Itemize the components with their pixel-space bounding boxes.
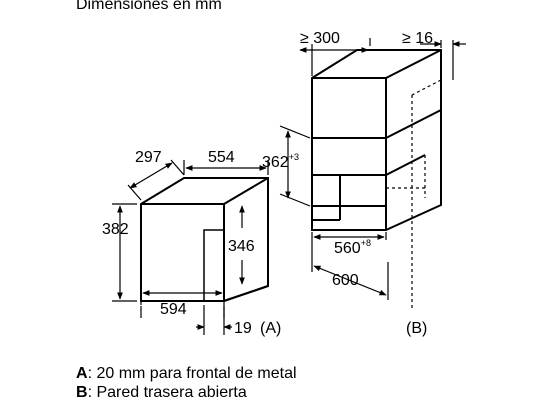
- label-346: 346: [228, 238, 255, 255]
- dim-outer-width-600: [313, 262, 389, 300]
- dim-height-382: [112, 203, 137, 302]
- dim-niche-width-560: [311, 232, 387, 272]
- label-554: 554: [208, 149, 235, 166]
- label-b: (B): [406, 320, 427, 337]
- label-a: (A): [260, 320, 281, 337]
- dim-protrusion-19: [196, 305, 232, 335]
- dim-min-300: [299, 38, 371, 76]
- diagram-title: Dimensiones en mm: [76, 0, 222, 13]
- label-382: 382: [102, 221, 129, 238]
- note-a: A: 20 mm para frontal de metal: [76, 365, 297, 382]
- dim-width-554: [183, 160, 269, 175]
- label-300: ≥ 300: [300, 30, 340, 47]
- dim-depth-297: [127, 159, 185, 201]
- note-b: B: Pared trasera abierta: [76, 384, 247, 401]
- label-560: 560+8: [334, 238, 371, 257]
- figure-a-microwave: 297 554 382 346 594: [102, 149, 281, 337]
- label-594: 594: [160, 301, 187, 318]
- label-362: 362+3: [262, 152, 299, 171]
- open-back-dashes: [386, 79, 442, 310]
- label-600: 600: [332, 272, 359, 289]
- notes: A: 20 mm para frontal de metal B: Pared …: [76, 364, 297, 402]
- label-16: ≥ 16: [402, 30, 433, 47]
- figure-b-niche: ≥ 300 ≥ 16 362+3 560+8 600 (B): [262, 30, 466, 337]
- dim-niche-height-362: [279, 125, 311, 207]
- label-19: 19: [234, 320, 252, 337]
- niche-cabinet: [311, 49, 442, 231]
- label-297: 297: [135, 149, 162, 166]
- dim-min-16: [420, 40, 466, 80]
